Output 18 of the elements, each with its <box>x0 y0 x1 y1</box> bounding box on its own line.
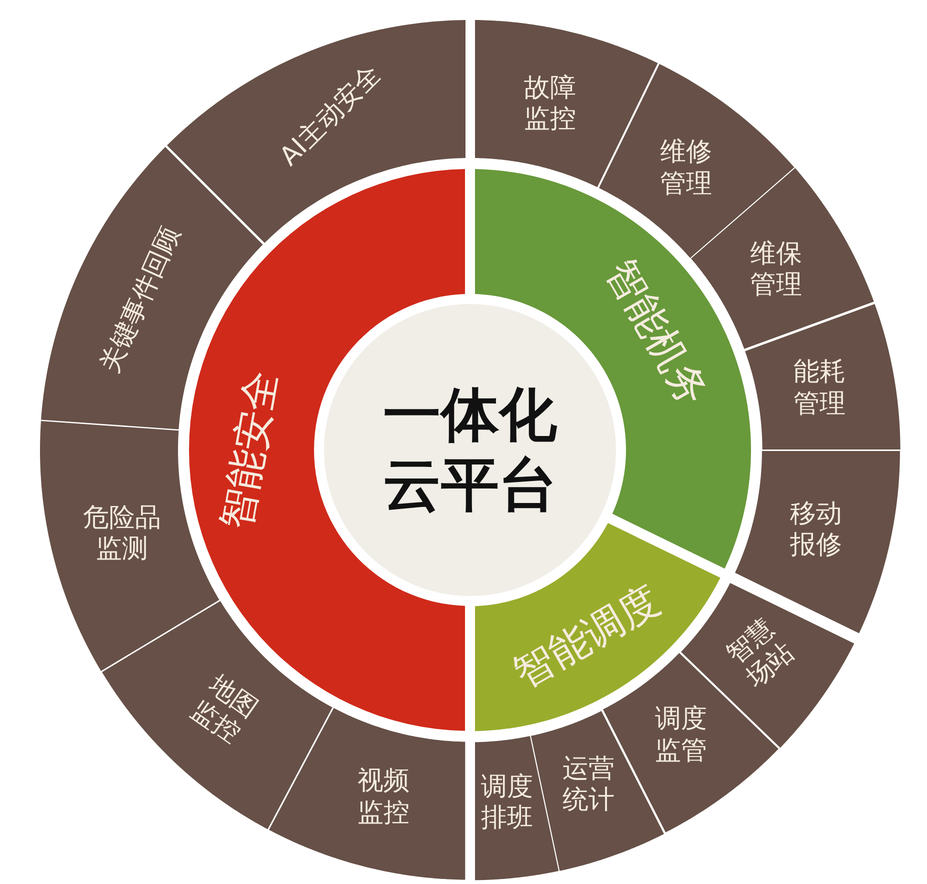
segment-label: 维保管理 <box>750 238 802 301</box>
segment-label: 关键事件回顾 <box>94 222 186 378</box>
segment-label: 地图监控 <box>184 669 263 750</box>
segment-label: 维修管理 <box>660 137 712 200</box>
segment-label: 调度排班 <box>481 772 534 834</box>
segment-label: 智慧场站 <box>720 613 801 694</box>
segment-label: 危险品监测 <box>82 502 161 565</box>
segment-label: 移动报修 <box>790 498 842 562</box>
segment-label: 能耗管理 <box>794 357 846 420</box>
segment-label: 智能机务 <box>596 252 718 415</box>
segment-label: 视频监控 <box>357 766 410 829</box>
segment-label: 运营统计 <box>562 753 614 816</box>
segment-label: AI主动安全 <box>274 58 388 172</box>
segment-label: 智能安全 <box>212 367 288 533</box>
segment-label: 故障监控 <box>524 72 576 136</box>
segment-label: 智能调度 <box>505 576 668 698</box>
center-label: 一体化云平台 <box>383 380 557 520</box>
segment-label: 调度监管 <box>655 704 708 767</box>
